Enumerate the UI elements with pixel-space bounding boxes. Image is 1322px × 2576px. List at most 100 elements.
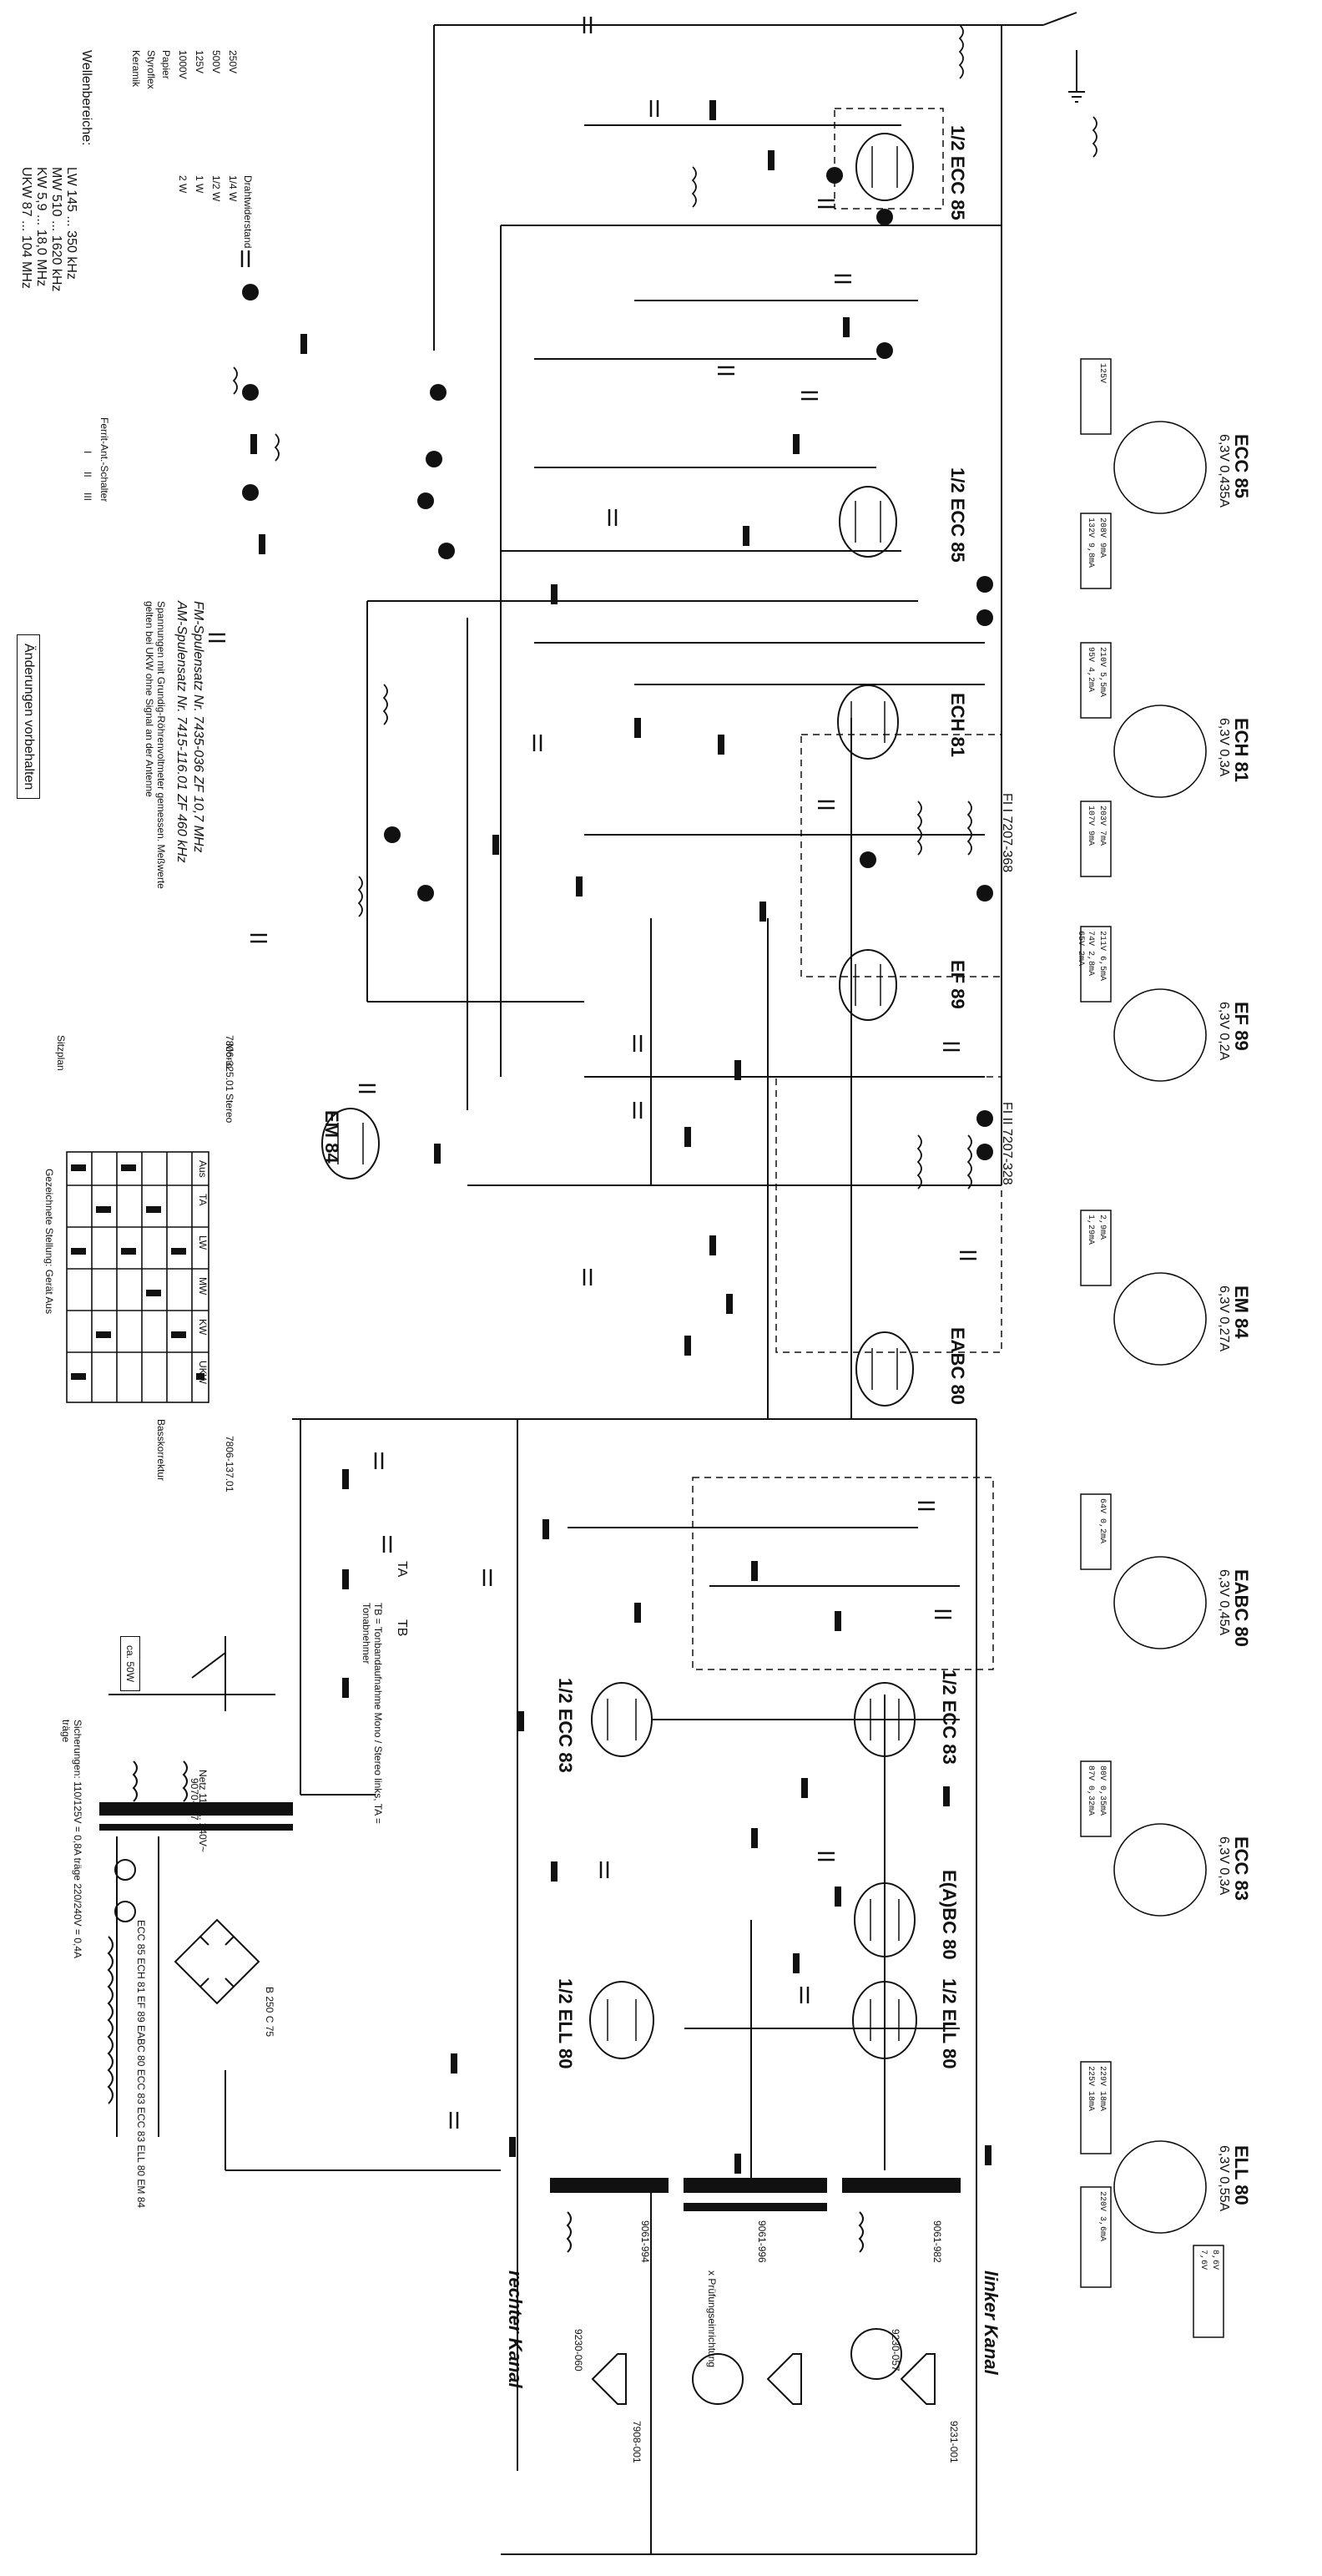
pinout-heater-ecc85: 6,3V 0,435A bbox=[1217, 434, 1231, 508]
mains-switch bbox=[108, 1636, 275, 1711]
speaker-3: 9230-057 bbox=[890, 2329, 901, 2371]
reading-ef89-2: 74V 2,8mA bbox=[1086, 931, 1095, 977]
reading-ech81-3: 203V 7mA bbox=[1097, 806, 1107, 846]
tube-electrodes bbox=[337, 146, 900, 2041]
rectifier-label: B 250 C 75 bbox=[264, 1987, 275, 2038]
switch-side-bass: Basskorrektur bbox=[155, 1419, 167, 1482]
reading-em84-1: 2,9mA bbox=[1097, 1215, 1107, 1240]
tube-label-ef89: EF 89 bbox=[947, 960, 968, 1009]
speaker-2: 7908-001 bbox=[631, 2421, 643, 2463]
switch-pos-i: I bbox=[82, 451, 93, 454]
switch-hdr-ta: TA bbox=[197, 1194, 209, 1206]
tube-label-ell80-a: 1/2 ELL 80 bbox=[555, 1978, 576, 2069]
switch-side-sitzplan: Sitzplan bbox=[55, 1035, 67, 1071]
fuse-label: Sicherungen: 110/125V = 0,8A träge 220/2… bbox=[60, 1720, 83, 1958]
marker-circles bbox=[242, 167, 993, 1160]
resistor-legend-1w: 1 W bbox=[194, 175, 205, 194]
pinout-heater-ecc83: 6,3V 0,3A bbox=[1217, 1836, 1231, 1896]
if-filter-1: FI I 7207-368 bbox=[1000, 793, 1014, 873]
right-channel-label: rechter Kanal bbox=[505, 2270, 526, 2388]
output-tr-right: 9061-994 bbox=[639, 2220, 651, 2263]
speaker-4: 9231-001 bbox=[948, 2421, 960, 2463]
pinout-heater-em84: 6,3V 0,27A bbox=[1217, 1285, 1231, 1352]
pinout-name-eabc80: EABC 80 bbox=[1231, 1569, 1252, 1647]
left-channel-label: linker Kanal bbox=[981, 2270, 1002, 2375]
reading-ech81-1: 210V 5,5mA bbox=[1097, 647, 1107, 698]
reading-ell80-5: 7,6V bbox=[1198, 2250, 1208, 2270]
output-tr-mid: 9061-996 bbox=[756, 2220, 768, 2263]
reading-ef89-1: 211V 6,5mA bbox=[1097, 931, 1107, 982]
resistor-legend-2w: 2 W bbox=[177, 175, 189, 194]
cap-legend-1000v: 1000V bbox=[177, 50, 189, 79]
reading-ell80-1: 229V 18mA bbox=[1097, 2066, 1107, 2112]
coils bbox=[232, 24, 1097, 1190]
reading-ech81-4: 107V 9mA bbox=[1086, 806, 1095, 846]
tube-label-ecc85-a: 1/2 ECC 85 bbox=[947, 125, 968, 220]
switch-pos-ii: II bbox=[82, 472, 93, 477]
tape-label-ta: TA bbox=[395, 1561, 409, 1578]
pinout-name-ecc83: ECC 83 bbox=[1231, 1836, 1252, 1902]
heater-chain bbox=[107, 1859, 136, 2104]
pinout-diagrams bbox=[1113, 421, 1207, 2234]
resistors bbox=[250, 100, 992, 2174]
output-transformers bbox=[550, 2178, 961, 2253]
reading-ecc83-1: 80V 0,35mA bbox=[1097, 1765, 1107, 1816]
pinout-name-ecc85: ECC 85 bbox=[1231, 434, 1252, 499]
test-note: x Prüfungseinrichtung bbox=[706, 2270, 718, 2368]
if-filter-2: FI II 7207-328 bbox=[1000, 1102, 1014, 1185]
antenna-terminals bbox=[1042, 12, 1085, 103]
reading-ef89-3: 65V 2mA bbox=[1076, 931, 1085, 967]
reading-ell80-2: 225V 18mA bbox=[1086, 2066, 1095, 2112]
band-ukw: UKW 87 ... 104 MHz bbox=[19, 167, 33, 289]
reading-ecc85-1: 125V bbox=[1097, 363, 1107, 384]
switch-side-stereo: Stereo bbox=[224, 1094, 235, 1124]
switch-caption: Gezeichnete Stellung: Gerät Aus bbox=[43, 1169, 55, 1315]
speakers bbox=[591, 2328, 936, 2405]
cap-type-styroflex: Styroflex bbox=[145, 50, 157, 89]
tube-label-em84: EM 84 bbox=[321, 1110, 342, 1164]
reading-ecc83-2: 87V 0,32mA bbox=[1086, 1765, 1095, 1816]
tube-label-ell80-b: 1/2 ELL 80 bbox=[939, 1978, 960, 2069]
fm-coil-set: FM-Spulensatz Nr. 7435-036 ZF 10,7 MHz bbox=[191, 601, 205, 853]
reading-eabc80-1: 64V 0,2mA bbox=[1097, 1498, 1107, 1544]
tube-envelopes bbox=[321, 133, 917, 2059]
tape-note: TB = Tonbandaufnahme Mono / Stereo links… bbox=[361, 1603, 384, 1824]
switch-hdr-ukw: UKW bbox=[197, 1361, 209, 1384]
switch-part-a: 7806-325.01 bbox=[224, 1035, 235, 1092]
heater-chain-label: ECC 85 ECH 81 EF 89 EABC 80 ECC 83 ECC 8… bbox=[135, 1920, 147, 2209]
pinout-heater-eabc80: 6,3V 0,45A bbox=[1217, 1569, 1231, 1636]
pinout-name-ef89: EF 89 bbox=[1231, 1002, 1252, 1051]
speaker-1: 9230-060 bbox=[573, 2329, 584, 2371]
switch-hdr-aus: Aus bbox=[197, 1160, 209, 1178]
cap-legend-250v: 250V bbox=[227, 50, 239, 74]
changes-reserved: Änderungen vorbehalten bbox=[17, 634, 40, 800]
am-coil-set: AM-Spulensatz Nr. 7415-116.01 ZF 460 kHz bbox=[174, 601, 189, 863]
band-kw: KW 5,9 ... 18,0 MHz bbox=[34, 167, 48, 287]
switch-contacts bbox=[71, 1164, 204, 1380]
tube-label-eabc80: EABC 80 bbox=[947, 1327, 968, 1405]
pinout-heater-ech81: 6,3V 0,3A bbox=[1217, 718, 1231, 777]
switch-pos-iii: III bbox=[82, 492, 93, 502]
output-tr-left: 9061-982 bbox=[931, 2220, 943, 2263]
reading-ell80-4: 8,6V bbox=[1210, 2250, 1219, 2270]
band-mw: MW 510 ... 1620 kHz bbox=[49, 167, 63, 292]
power-transformer bbox=[99, 1760, 293, 2137]
pinout-heater-ef89: 6,3V 0,2A bbox=[1217, 1002, 1231, 1061]
shield-boxes bbox=[692, 108, 1002, 1670]
tape-label-tb: TB bbox=[395, 1619, 409, 1637]
tube-label-ecc85-b: 1/2 ECC 85 bbox=[947, 467, 968, 563]
reading-ecc85-2: 208V 9mA bbox=[1097, 518, 1107, 558]
resistor-legend-half: 1/2 W bbox=[210, 175, 222, 202]
voltage-note: Spannungen mit Grundig-Röhrenvoltmeter g… bbox=[144, 601, 167, 889]
pinout-name-ech81: ECH 81 bbox=[1231, 718, 1252, 783]
switch-legend-title: Ferrit-Ant.-Schalter bbox=[98, 417, 110, 503]
switch-hdr-mw: MW bbox=[197, 1277, 209, 1296]
cap-legend-500v: 500V bbox=[210, 50, 222, 74]
tube-label-ecc83-b: 1/2 ECC 83 bbox=[939, 1669, 960, 1765]
cap-legend-125v: 125V bbox=[194, 50, 205, 74]
consumption-label: ca. 50W bbox=[120, 1636, 140, 1692]
tube-label-eabc80-audio: E(A)BC 80 bbox=[939, 1870, 960, 1960]
reading-ech81-2: 95V 4,2mA bbox=[1086, 647, 1095, 693]
